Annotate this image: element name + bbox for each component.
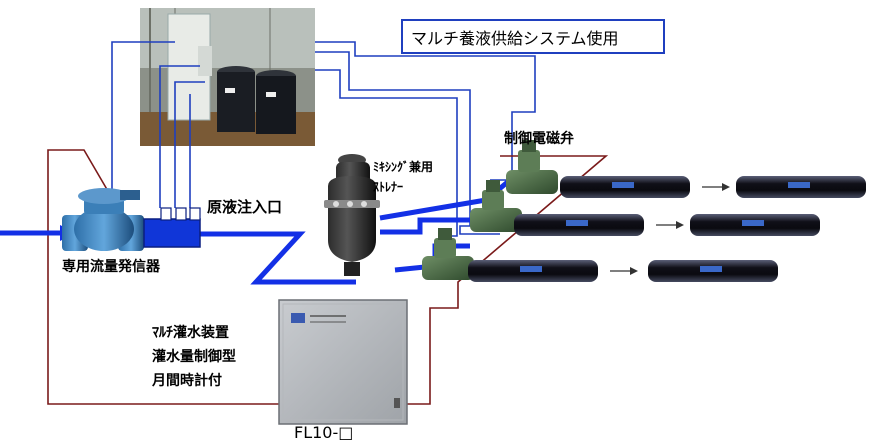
flow-meter <box>62 188 144 251</box>
drip-hose-row-2 <box>514 214 820 236</box>
mixing-strainer <box>324 154 380 276</box>
system-title: マルチ養液供給システム使用 <box>401 19 665 54</box>
label-strainer-line2: ｽﾄﾚﾅｰ <box>373 180 404 194</box>
label-controller-line2: 灌水量制御型 <box>152 349 236 365</box>
solenoid-valve-1 <box>506 140 558 194</box>
label-model: FL10-□ <box>294 423 354 442</box>
label-raw-liquid-inlet: 原液注入口 <box>207 198 283 216</box>
controller-unit <box>278 299 408 425</box>
label-controller-line3: 月間時計付 <box>152 373 222 389</box>
drip-hose-row-1 <box>560 176 866 198</box>
photo-connector-lines <box>111 41 536 237</box>
label-controller-line1: ﾏﾙﾁ灌水装置 <box>152 325 229 341</box>
solenoid-valve-3 <box>422 228 474 280</box>
label-flow-meter: 専用流量発信器 <box>62 259 160 275</box>
label-strainer-line1: ﾐｷｼﾝｸﾞ兼用 <box>373 160 434 174</box>
raw-liquid-inlet <box>143 207 201 248</box>
signal-wire <box>47 149 609 405</box>
greenhouse-photo <box>140 8 315 146</box>
solenoid-valve-2 <box>470 180 522 232</box>
label-solenoid-valve: 制御電磁弁 <box>504 131 574 147</box>
drip-hose-row-3 <box>468 260 778 282</box>
